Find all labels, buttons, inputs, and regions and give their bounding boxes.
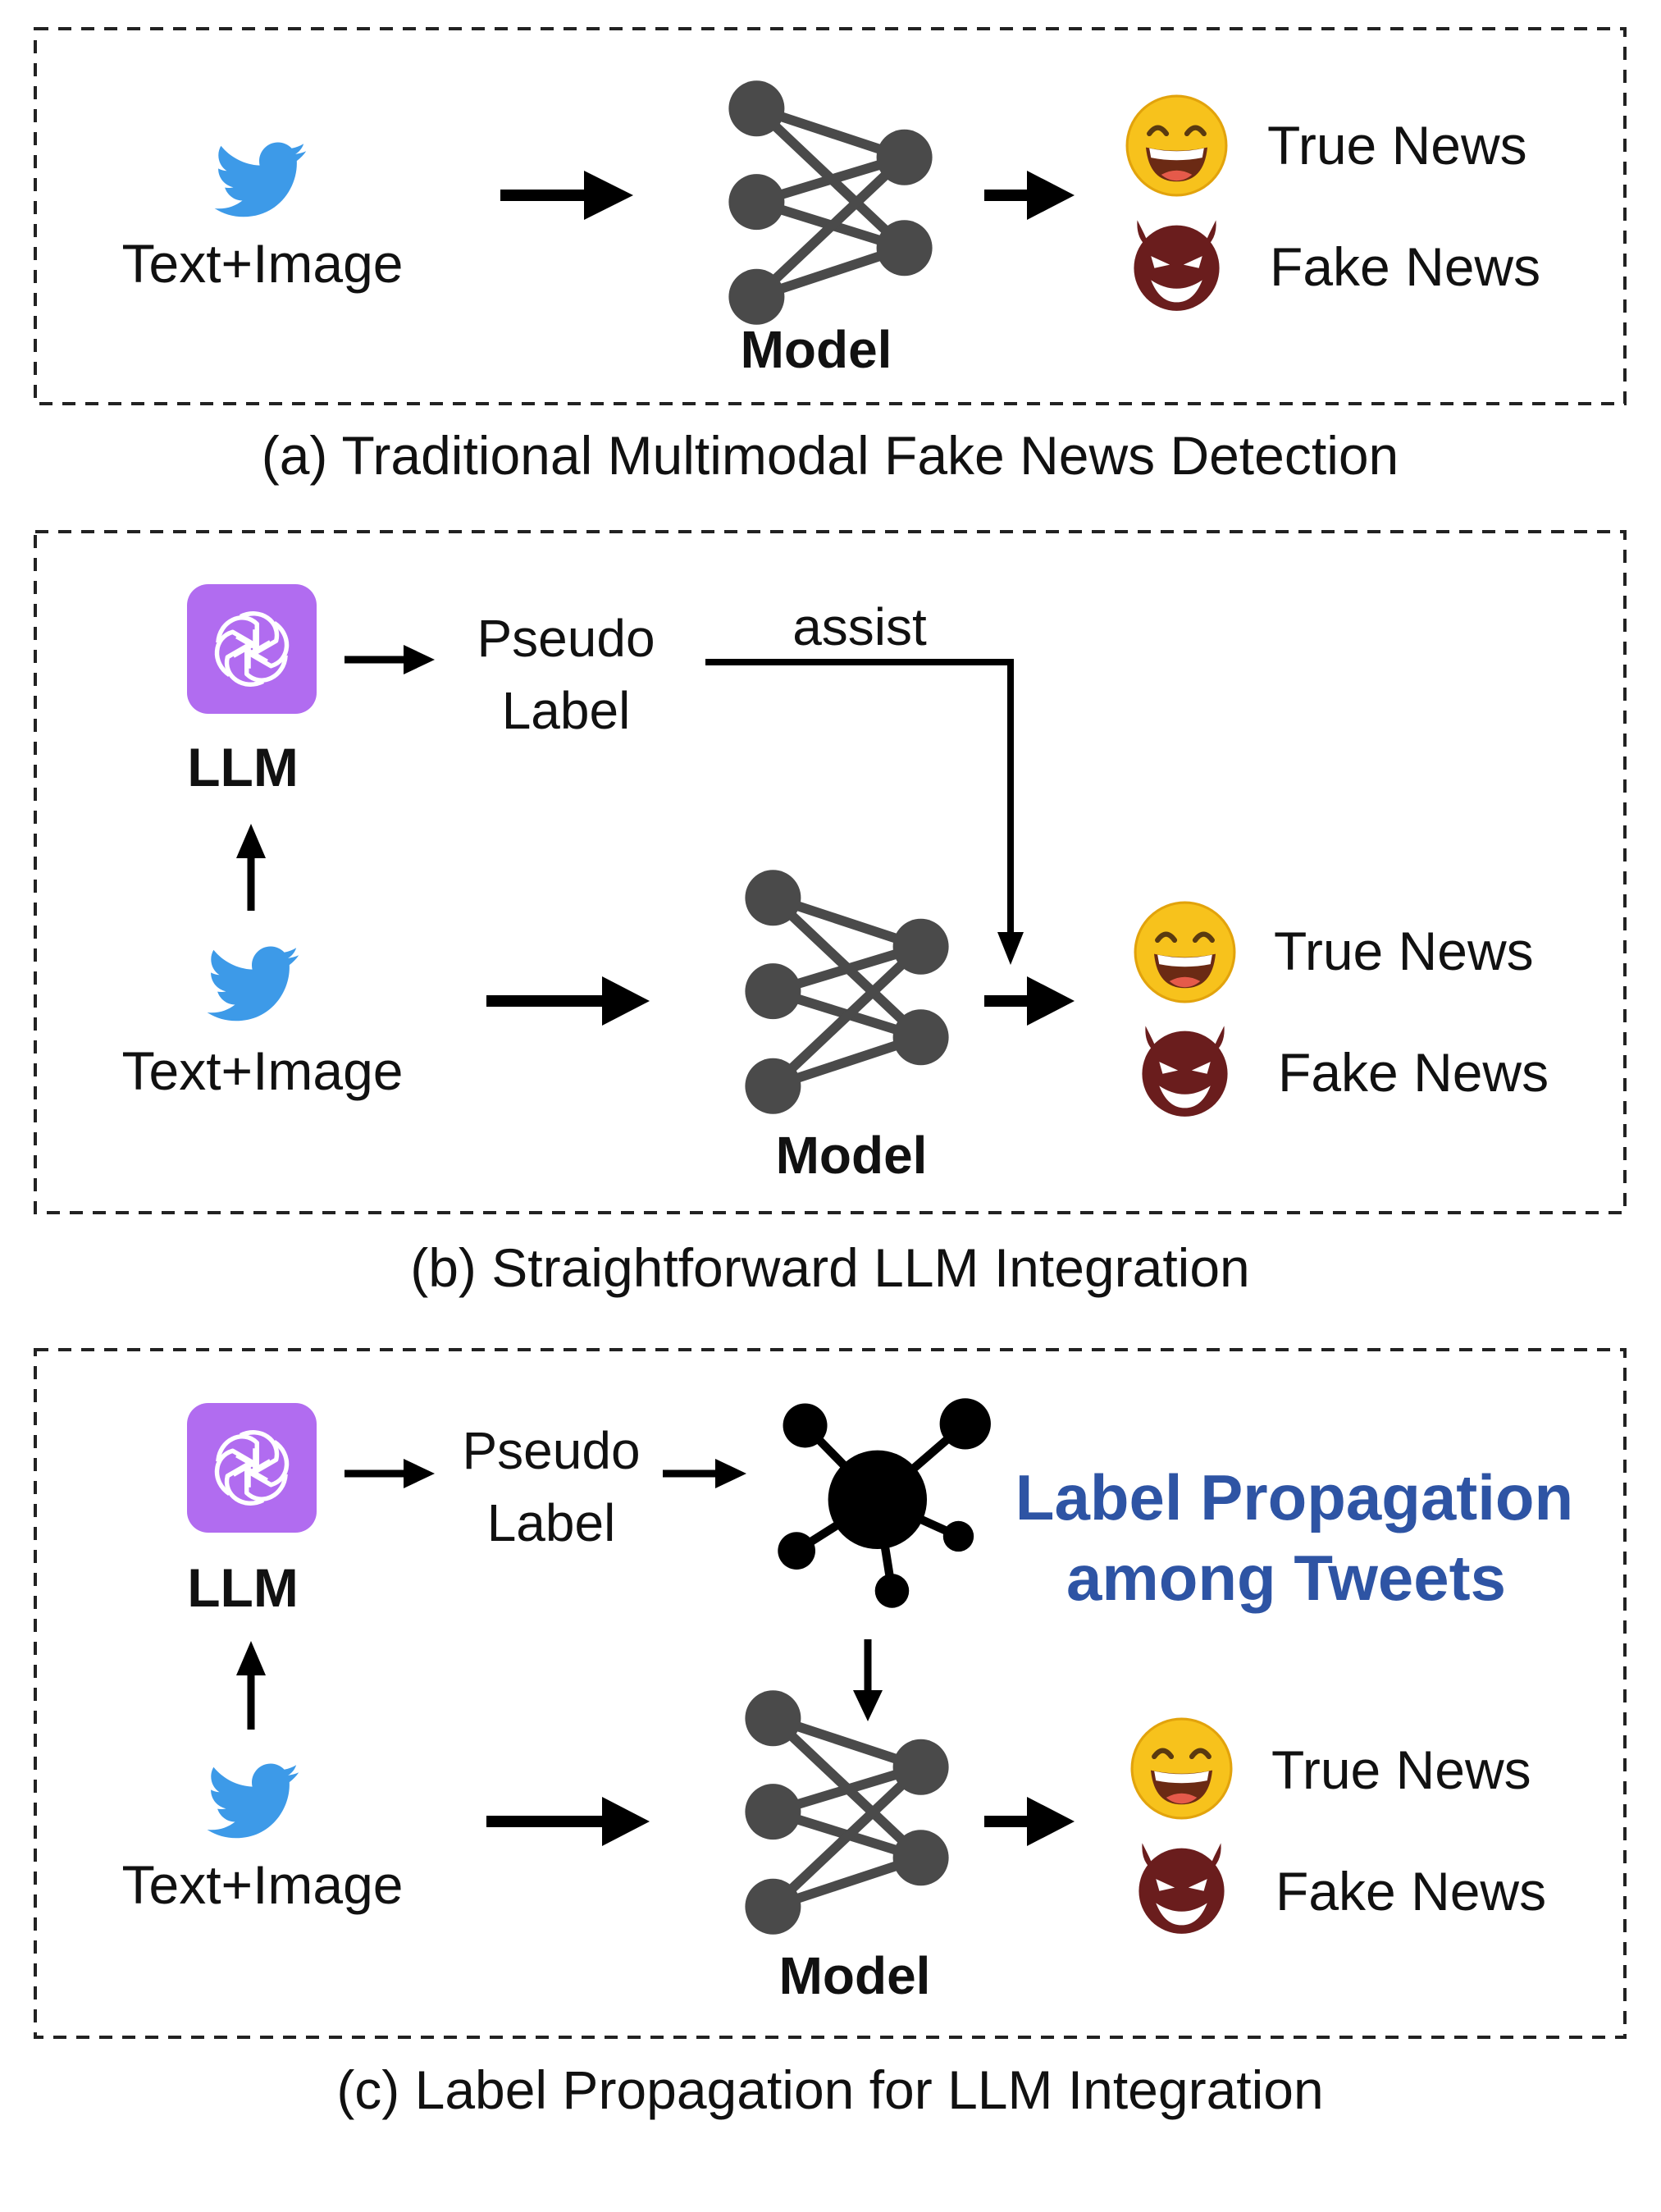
arrow [663, 1459, 746, 1488]
twitter-bird-icon [207, 1763, 299, 1839]
arrow [486, 1797, 650, 1846]
fake-news-label: Fake News [1275, 1861, 1546, 1922]
arrow [236, 824, 266, 911]
neural-network-icon [745, 1690, 948, 1935]
pseudo-label-line2: Label [502, 681, 631, 740]
true-news-label: True News [1274, 921, 1534, 981]
assist-connector [705, 659, 1024, 965]
input-label: Text+Image [121, 233, 403, 294]
neural-network-icon [745, 870, 948, 1114]
openai-logo-icon [187, 584, 317, 714]
model-label: Model [779, 1946, 931, 2005]
openai-logo-icon [187, 1403, 317, 1533]
llm-label: LLM [187, 737, 299, 798]
llm-label: LLM [187, 1557, 299, 1618]
smiling-face-icon [1127, 96, 1226, 195]
true-news-label: True News [1271, 1739, 1531, 1800]
fake-news-label: Fake News [1270, 236, 1540, 297]
pseudo-label-line1: Pseudo [477, 609, 655, 668]
arrow [345, 1459, 435, 1488]
propagation-label-line1: Label Propagation [1015, 1461, 1573, 1533]
panel-c-frame [34, 1348, 1627, 2039]
panel-b-frame [34, 530, 1627, 1214]
input-label: Text+Image [121, 1854, 403, 1915]
true-news-label: True News [1267, 115, 1527, 176]
arrow [345, 645, 435, 674]
devil-face-icon [1134, 220, 1220, 311]
smiling-face-icon [1135, 903, 1234, 1002]
neural-network-icon [728, 80, 932, 325]
devil-face-icon [1139, 1843, 1225, 1934]
pseudo-label-line1: Pseudo [462, 1421, 640, 1480]
arrow [236, 1641, 266, 1730]
model-label: Model [776, 1126, 928, 1185]
panel-a: Text+Image Model True News Fake News [34, 27, 1627, 405]
panel-b-caption: (b) Straightforward LLM Integration [410, 1237, 1249, 1298]
panel-b: LLM Pseudo Label assist Text+Image Model [34, 530, 1627, 1214]
fake-news-label: Fake News [1278, 1042, 1549, 1103]
arrow [984, 976, 1075, 1026]
panel-a-caption: (a) Traditional Multimodal Fake News Det… [262, 425, 1399, 486]
arrow [500, 171, 633, 220]
arrow [853, 1639, 883, 1721]
twitter-bird-icon [207, 946, 299, 1021]
arrow [486, 976, 650, 1026]
arrow [984, 1797, 1075, 1846]
smiling-face-icon [1132, 1719, 1231, 1818]
panel-a-frame [34, 27, 1627, 405]
twitter-bird-icon [214, 142, 307, 217]
propagation-label-line2: among Tweets [1066, 1542, 1506, 1614]
arrow [984, 171, 1075, 220]
pseudo-label-line2: Label [487, 1493, 616, 1552]
assist-label: assist [792, 597, 927, 656]
panel-c-caption: (c) Label Propagation for LLM Integratio… [336, 2059, 1323, 2120]
input-label: Text+Image [121, 1040, 403, 1101]
model-label: Model [741, 320, 892, 379]
devil-face-icon [1142, 1026, 1228, 1117]
graph-network-icon [778, 1398, 991, 1607]
panel-c: LLM Pseudo Label Label Propagation among… [34, 1348, 1627, 2039]
